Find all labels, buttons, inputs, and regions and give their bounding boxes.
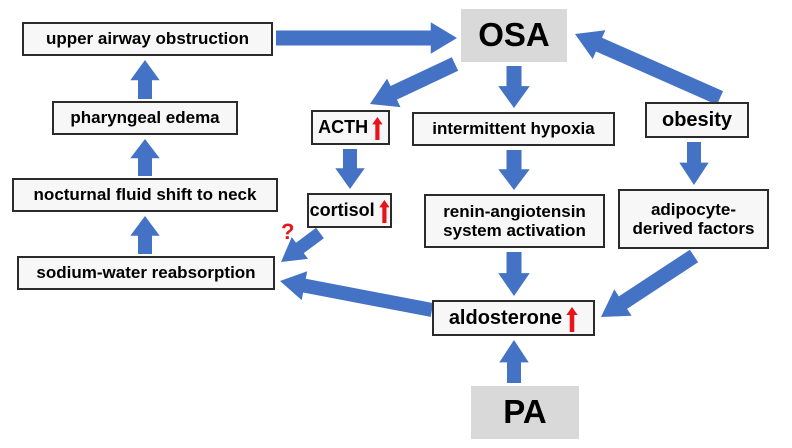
node-label-acth: ACTH (318, 117, 369, 138)
node-cortisol[interactable]: cortisol (307, 193, 392, 228)
arrow-osa-to-intermittent-hypoxia (498, 66, 530, 108)
node-label-intermittent-hypoxia: intermittent hypoxia (432, 119, 595, 139)
node-label-aldosterone: aldosterone (448, 306, 563, 329)
node-adipocyte-derived-factors[interactable]: adipocyte- derived factors (618, 189, 769, 249)
node-label-renin-angiotensin: renin-angiotensin system activation (443, 201, 586, 240)
node-label-pa: PA (503, 393, 547, 431)
increase-up-arrow-icon (372, 117, 383, 140)
node-osa[interactable]: OSA (461, 9, 567, 62)
arrow-intermittent-hypoxia-to-renin (498, 150, 530, 190)
node-upper-airway-obstruction[interactable]: upper airway obstruction (22, 22, 273, 56)
node-label-cortisol: cortisol (309, 200, 375, 221)
arrow-pharyngeal-edema-to-upper-airway-obstruction (130, 60, 160, 99)
increase-up-arrow-icon (566, 306, 578, 332)
node-label-obesity: obesity (661, 108, 733, 131)
node-obesity[interactable]: obesity (645, 102, 749, 138)
arrow-pa-to-aldosterone (499, 340, 529, 383)
arrow-acth-to-cortisol (335, 149, 365, 189)
node-pa[interactable]: PA (471, 386, 579, 439)
arrow-obesity-to-adipocyte (679, 142, 709, 185)
node-label-sodium-water-reabsorption: sodium-water reabsorption (36, 263, 256, 283)
increase-up-arrow-icon (378, 200, 390, 223)
arrow-renin-to-aldosterone (498, 252, 530, 296)
arrow-aldosterone-to-sodium-water (280, 271, 434, 317)
node-renin-angiotensin[interactable]: renin-angiotensin system activation (424, 194, 605, 248)
arrow-adipocyte-to-aldosterone (601, 249, 699, 317)
node-intermittent-hypoxia[interactable]: intermittent hypoxia (412, 112, 615, 146)
arrow-obesity-to-osa (575, 30, 724, 105)
arrow-osa-to-acth (370, 57, 459, 108)
node-label-osa: OSA (478, 16, 550, 54)
node-label-pharyngeal-edema: pharyngeal edema (70, 108, 220, 128)
node-acth[interactable]: ACTH (311, 110, 390, 145)
arrow-nocturnal-fluid-shift-to-pharyngeal-edema (130, 139, 160, 176)
annotation-question-mark: ? (281, 219, 295, 244)
arrow-upper-airway-obstruction-to-osa (276, 22, 457, 54)
node-label-nocturnal-fluid-shift: nocturnal fluid shift to neck (33, 185, 257, 205)
node-label-upper-airway-obstruction: upper airway obstruction (45, 29, 250, 49)
node-sodium-water-reabsorption[interactable]: sodium-water reabsorption (17, 256, 275, 290)
node-pharyngeal-edema[interactable]: pharyngeal edema (52, 101, 238, 135)
arrow-sodium-water-to-nocturnal-fluid-shift (130, 216, 160, 254)
node-aldosterone[interactable]: aldosterone (432, 300, 595, 336)
node-label-adipocyte-derived-factors: adipocyte- derived factors (632, 199, 755, 238)
node-nocturnal-fluid-shift[interactable]: nocturnal fluid shift to neck (12, 178, 278, 212)
